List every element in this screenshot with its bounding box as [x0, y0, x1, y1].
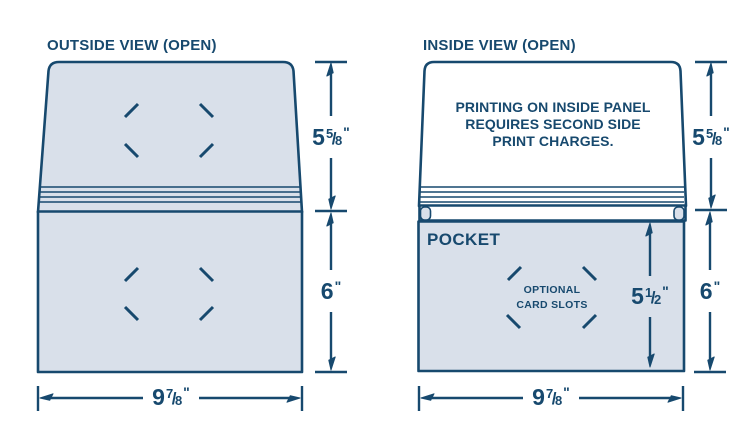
outside-pocket-card-slot-marks: [123, 266, 215, 322]
outside-dim-vertical-arrows: [326, 62, 336, 371]
outside-width-dim-arrows: [39, 393, 301, 403]
inside-dim-caps: [694, 60, 727, 374]
inside-panel-print-note: PRINTING ON INSIDE PANEL REQUIRES SECOND…: [455, 99, 651, 150]
inside-view-title: INSIDE VIEW (OPEN): [423, 37, 576, 54]
outside-pocket-panel: [36, 210, 304, 374]
outside-flap-panel: [36, 60, 304, 214]
dim-label-inside-flap-height: 55/8": [692, 124, 730, 150]
inside-flap-score-lines: [420, 186, 684, 203]
dim-label-outside-pocket-height: 6": [320, 278, 342, 304]
pocket-label: POCKET: [427, 230, 501, 249]
inside-flap-edge-strip: [418, 204, 687, 222]
dim-label-pocket-depth: 51/2": [631, 283, 669, 309]
outside-flap-card-slot-marks: [123, 102, 215, 159]
optional-card-slots-note: OPTIONAL CARD SLOTS: [516, 284, 588, 312]
inside-flap-panel: [417, 60, 688, 208]
inside-flap-edge-right-curl: [673, 206, 685, 221]
inside-dim-vertical-arrows: [705, 62, 716, 371]
dim-label-outside-flap-height: 55/8": [312, 124, 350, 150]
inside-pocket-panel: [417, 220, 686, 373]
inside-flap-edge-left-curl: [419, 206, 432, 221]
dim-label-outside-width: 97/8": [152, 384, 190, 410]
pocket-depth-dim-arrows: [645, 222, 655, 368]
inside-pocket-card-slot-marks: [505, 265, 598, 330]
outside-view-diagram: [36, 60, 347, 411]
dim-label-inside-pocket-height: 6": [699, 278, 721, 304]
outside-dim-caps: [315, 60, 347, 374]
inside-width-dim-caps: [417, 386, 685, 411]
outside-view-title: OUTSIDE VIEW (OPEN): [47, 37, 217, 54]
inside-view-diagram: [417, 60, 727, 411]
dim-label-inside-width: 97/8": [532, 384, 570, 410]
inside-width-dim-arrows: [420, 393, 682, 403]
outside-flap-score-lines: [38, 186, 302, 203]
inside-dim-vertical-lines: [708, 74, 713, 359]
outside-width-dim-caps: [36, 386, 304, 411]
